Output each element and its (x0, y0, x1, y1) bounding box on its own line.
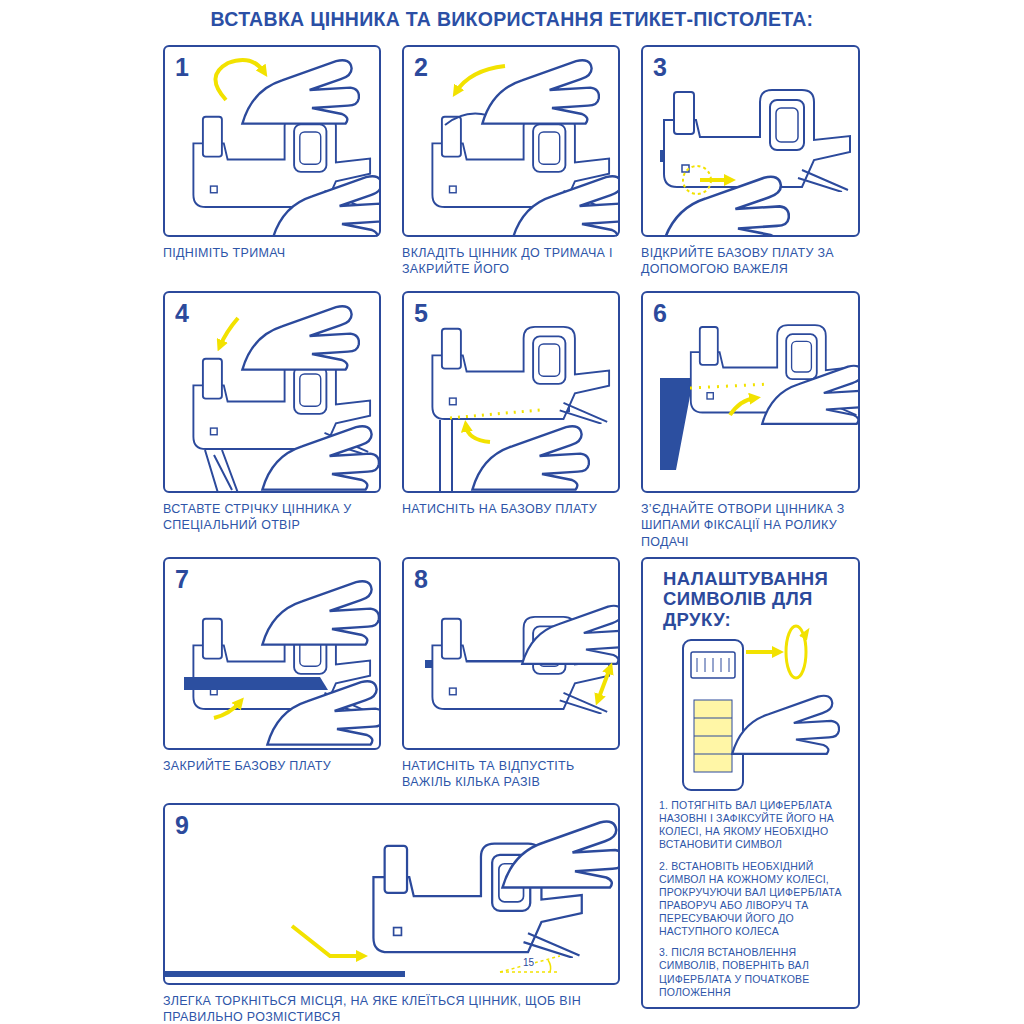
hand (503, 822, 621, 888)
step-number: 4 (175, 301, 189, 326)
panel-heading: НАЛАШТУВАННЯ СИМВОЛІВ ДЛЯ ДРУКУ: (663, 569, 838, 630)
hand (472, 426, 589, 489)
panel-frame: 8 (402, 557, 620, 750)
step-panel: 9ЗЛЕГКА ТОРКНІТЬСЯ МІСЦЯ, НА ЯКЕ КЛЕЇТЬС… (163, 803, 620, 1024)
yellow-arrow (292, 926, 362, 956)
step-panel: 8НАТИСНІТЬ ТА ВІДПУСТІТЬ ВАЖІЛЬ КІЛЬКА Р… (402, 557, 620, 791)
step-caption: З’ЄДНАЙТЕ ОТВОРИ ЦІННИКА З ШИПАМИ ФІКСАЦ… (641, 501, 860, 550)
step-caption: ПІДНІМІТЬ ТРИМАЧ (163, 245, 381, 261)
yellow-arrow (466, 426, 490, 442)
panel-art (683, 626, 839, 790)
panel-frame: 3 (641, 45, 860, 237)
angle-arc (548, 960, 551, 972)
yellow-arrow (456, 66, 505, 92)
label-gun (432, 327, 609, 424)
yellow-arrow (598, 668, 610, 700)
hand (663, 177, 789, 237)
panel-art (193, 306, 379, 493)
hand (262, 426, 379, 489)
step-panel: 7ЗАКРИЙТЕ БАЗОВУ ПЛАТУ (163, 557, 381, 774)
step-number: 8 (414, 567, 428, 592)
surface-line (163, 971, 405, 977)
step-panel: 5НАТИСНІТЬ НА БАЗОВУ ПЛАТУ (402, 291, 620, 517)
step-panel: 1ПІДНІМІТЬ ТРИМАЧ (163, 45, 381, 261)
panel-frame: 4 (163, 291, 381, 493)
yellow-arrow (220, 318, 238, 346)
label-tape (450, 410, 540, 418)
instruction-list: 1. ПОТЯГНІТЬ ВАЛ ЦИФЕРБЛАТА НАЗОВНІ І ЗА… (659, 799, 845, 1007)
page-title: ВСТАВКА ЦІННИКА ТА ВИКОРИСТАННЯ ЕТИКЕТ-П… (0, 8, 1024, 31)
label-tape (694, 700, 732, 772)
step-caption: ВКЛАДІТЬ ЦІННИК ДО ТРИМАЧА І ЗАКРИЙТЕ ЙО… (402, 245, 620, 278)
instruction-text: 3. ПІСЛЯ ВСТАНОВЛЕННЯ СИМВОЛІВ, ПОВЕРНІТ… (659, 946, 845, 999)
panel-frame: 1 (163, 45, 381, 237)
hand (762, 366, 860, 424)
print-wheels (697, 658, 729, 672)
panel-frame: 2 (402, 45, 620, 237)
instruction-text: 2. ВСТАНОВІТЬ НЕОБХІДНИЙ СИМВОЛ НА КОЖНО… (659, 860, 845, 939)
hand (262, 581, 379, 644)
panel-art (660, 325, 860, 470)
step-caption: ВСТАВТЕ СТРІЧКУ ЦІННИКА У СПЕЦІАЛЬНИЙ ОТ… (163, 501, 381, 534)
settings-panel: НАЛАШТУВАННЯ СИМВОЛІВ ДЛЯ ДРУКУ: 1. ПОТЯГ… (641, 557, 860, 1009)
step-panel: 6З’ЄДНАЙТЕ ОТВОРИ ЦІННИКА З ШИПАМИ ФІКСА… (641, 291, 860, 550)
step-caption: НАТИСНІТЬ НА БАЗОВУ ПЛАТУ (402, 501, 620, 517)
yellow-arrow (730, 398, 755, 415)
angle-label: 15 (522, 957, 535, 968)
panel-art (163, 822, 620, 977)
step-panel: 3ВІДКРИЙТЕ БАЗОВУ ПЛАТУ ЗА ДОПОМОГОЮ ВАЖ… (641, 45, 860, 278)
print-wheels (691, 652, 735, 678)
label-tape (694, 718, 732, 754)
step-number: 2 (414, 55, 428, 80)
step-caption: НАТИСНІТЬ ТА ВІДПУСТІТЬ ВАЖІЛЬ КІЛЬКА РА… (402, 758, 620, 791)
yellow-arrow (746, 650, 778, 654)
angle-line (500, 971, 560, 973)
step-caption: ЗЛЕГКА ТОРКНІТЬСЯ МІСЦЯ, НА ЯКЕ КЛЕЇТЬСЯ… (163, 993, 620, 1024)
step-number: 1 (175, 55, 189, 80)
label-gun (664, 90, 850, 192)
panel-art (425, 606, 620, 714)
yellow-arrow (214, 702, 240, 718)
panel-art (184, 581, 381, 744)
step-number: 5 (414, 301, 428, 326)
step-number: 6 (653, 301, 667, 326)
panel-frame: 5 (402, 291, 620, 493)
panel-art (432, 60, 620, 237)
gun-front-view (683, 640, 743, 790)
panel-frame: 9 (163, 803, 620, 985)
yellow-arrow (215, 60, 264, 100)
hand (482, 60, 599, 123)
panel-art (432, 327, 609, 493)
instruction-text: 1. ПОТЯГНІТЬ ВАЛ ЦИФЕРБЛАТА НАЗОВНІ І ЗА… (659, 799, 845, 852)
step-panel: 4ВСТАВТЕ СТРІЧКУ ЦІННИКА У СПЕЦІАЛЬНИЙ О… (163, 291, 381, 534)
label-tape (440, 420, 452, 493)
hand (512, 176, 620, 237)
panel-frame: НАЛАШТУВАННЯ СИМВОЛІВ ДЛЯ ДРУКУ: 1. ПОТЯГ… (641, 557, 860, 1009)
hand (242, 306, 359, 369)
step-number: 7 (175, 567, 189, 592)
base-plate (184, 677, 328, 690)
step-number: 9 (175, 813, 189, 838)
hand (272, 176, 381, 237)
step-caption: ВІДКРИЙТЕ БАЗОВУ ПЛАТУ ЗА ДОПОМОГОЮ ВАЖЕ… (641, 245, 860, 278)
angle-line (500, 956, 560, 972)
rotate-arrow (800, 630, 808, 640)
hand (732, 696, 839, 754)
yellow-arrow (700, 178, 730, 182)
step-caption: ЗАКРИЙТЕ БАЗОВУ ПЛАТУ (163, 758, 381, 774)
hand (267, 681, 381, 744)
step-number: 3 (653, 55, 667, 80)
step-panel: 2ВКЛАДІТЬ ЦІННИК ДО ТРИМАЧА І ЗАКРИЙТЕ Й… (402, 45, 620, 278)
panel-frame: 7 (163, 557, 381, 750)
panel-art (660, 90, 850, 237)
hand (522, 606, 620, 664)
panel-frame: 6 (641, 291, 860, 493)
label-tape (205, 450, 238, 493)
label-tape (690, 384, 770, 388)
panel-art (193, 60, 381, 237)
